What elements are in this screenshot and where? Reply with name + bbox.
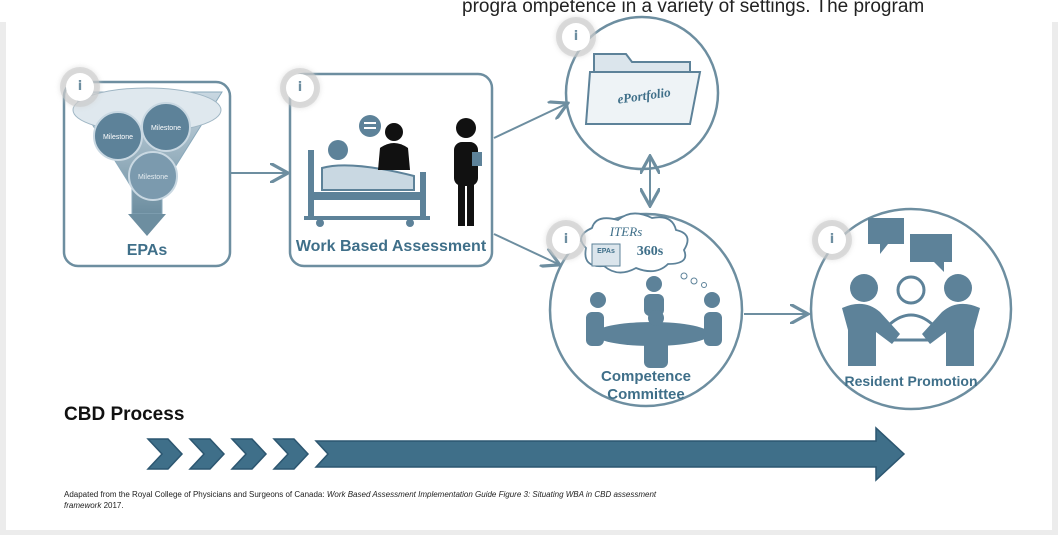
chevron-icon <box>272 438 310 470</box>
doctor-icon <box>359 115 410 170</box>
promotion-label: Resident Promotion <box>844 373 978 389</box>
arrow-wba-to-committee <box>493 233 558 264</box>
milestone-label: Milestone <box>103 134 133 141</box>
info-button-wba[interactable]: i <box>286 74 314 102</box>
eportfolio-circle <box>564 15 720 171</box>
milestone-label: Milestone <box>151 125 181 132</box>
chevron-icon <box>188 438 226 470</box>
source-caption: Adapated from the Royal College of Physi… <box>64 489 684 511</box>
funnel-arrow-icon <box>128 214 166 236</box>
chevron-icon <box>230 438 268 470</box>
thought-epas: EPAs <box>597 248 615 255</box>
milestone-circle <box>93 111 143 161</box>
handshake-people-icon <box>842 218 980 366</box>
caption-prefix: Adapated from the Royal College of Physi… <box>64 490 327 499</box>
speech-bubble-icon <box>868 218 904 254</box>
standing-person-icon <box>454 118 482 226</box>
info-button-eportfolio[interactable]: i <box>562 23 590 51</box>
promotion-circle <box>809 207 1013 411</box>
arrow-wba-to-eportfolio <box>493 104 566 139</box>
top-partial-text: progra ompetence in a variety of setting… <box>462 0 925 17</box>
speech-bubble-icon <box>359 115 381 137</box>
thought-iters: ITERs <box>609 224 643 239</box>
cbd-process-arrow <box>146 426 906 482</box>
cbd-process-title: CBD Process <box>64 404 185 425</box>
milestone-circle <box>141 102 191 152</box>
epas-label: EPAs <box>126 242 168 259</box>
chevron-icon <box>146 438 184 470</box>
hospital-bed-icon <box>304 140 430 227</box>
committee-label-line2: Committee <box>607 386 685 403</box>
milestone-circle <box>128 151 178 201</box>
epas-box: Milestone Milestone Milestone <box>62 80 232 268</box>
milestone-label: Milestone <box>138 174 168 181</box>
folder-icon <box>584 53 702 125</box>
info-button-epas[interactable]: i <box>66 73 94 101</box>
info-button-committee[interactable]: i <box>552 226 580 254</box>
caption-title: Work Based Assessment Implementation Gui… <box>64 490 657 510</box>
top-text-strip: progra ompetence in a variety of setting… <box>0 0 1058 22</box>
meeting-table-icon <box>586 276 722 368</box>
info-button-promotion[interactable]: i <box>818 226 846 254</box>
caption-suffix: 2017. <box>101 501 124 510</box>
committee-circle <box>548 212 744 408</box>
document-icon <box>591 243 621 267</box>
thought-360s: 360s <box>636 244 664 259</box>
committee-label-line1: Competence <box>600 368 692 385</box>
wba-label: Work Based Assessment <box>295 238 487 255</box>
wba-box <box>288 72 494 268</box>
speech-bubble-icon <box>910 234 952 272</box>
